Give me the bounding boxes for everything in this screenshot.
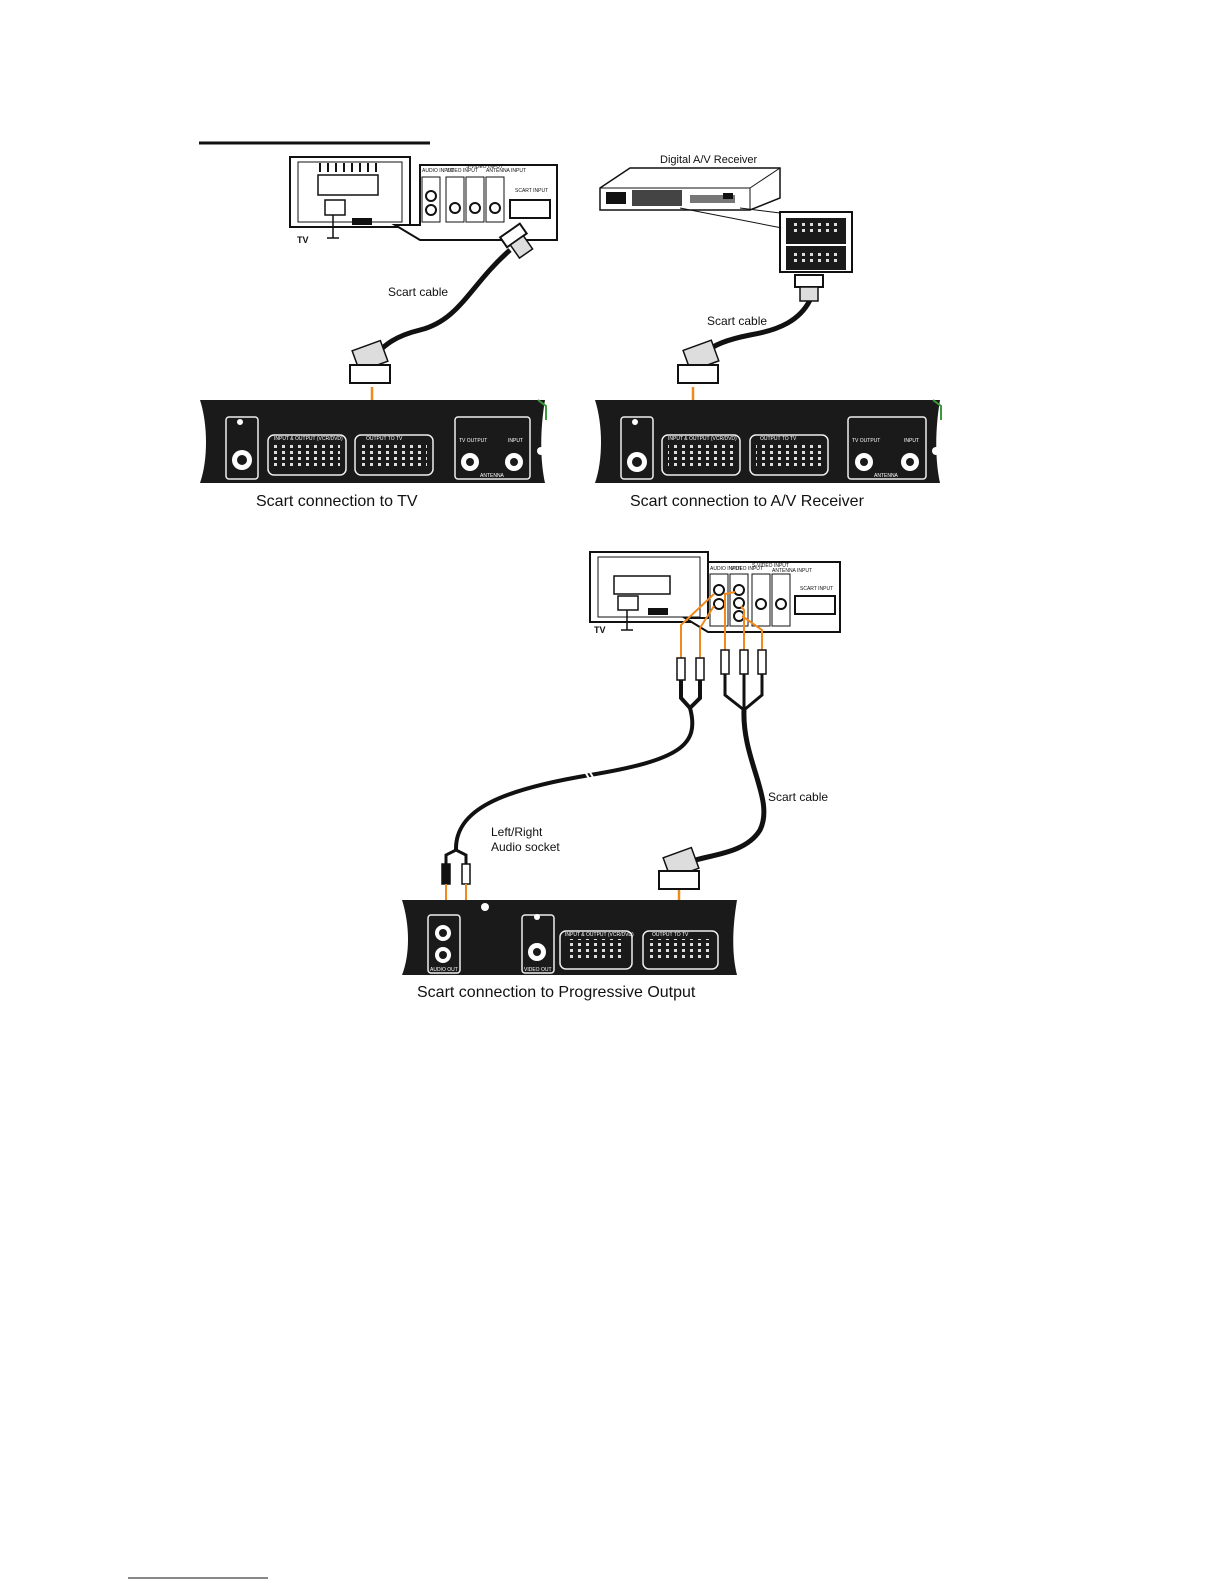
tv-panel-label-scart: SCART INPUT xyxy=(515,188,548,194)
tv-input-panel-3: AUDIO INPUT VIDEO INPUT S-VIDEO INPUT AN… xyxy=(681,561,841,633)
audio-cable xyxy=(453,707,695,851)
rca-plugs-audio-top xyxy=(676,657,705,711)
scart-plug-bottom-3 xyxy=(658,846,700,890)
diagram-scart-to-tv: TV AUDIO INPUT VIDEO INPUT S-VIDEO INPUT… xyxy=(200,156,558,510)
tv-panel-label-svideo-3: S-VIDEO INPUT xyxy=(752,563,789,569)
panel-label-input: INPUT xyxy=(508,438,523,444)
device-rear-panel: INPUT & OUTPUT (VCR/DVD) OUTPUT TO TV TV… xyxy=(200,399,547,483)
panel-label-vcr-scart-2: INPUT & OUTPUT (VCR/DVD) xyxy=(668,436,737,442)
tv-rear-illustration: TV xyxy=(289,156,411,245)
scart-cable-label-3: Scart cable xyxy=(768,790,828,804)
scart-plug-bottom-2 xyxy=(677,339,720,384)
panel-label-antenna-2: ANTENNA xyxy=(874,473,899,479)
tv-panel-label-antenna: ANTENNA INPUT xyxy=(486,168,526,174)
tv-label-3: TV xyxy=(594,625,606,635)
tv-panel-label-scart-3: SCART INPUT xyxy=(800,586,833,592)
tv-panel-label-audio-3: AUDIO INPUT xyxy=(710,566,742,572)
tv-panel-label-audio: AUDIO INPUT xyxy=(422,168,454,174)
panel-label-vcr-scart: INPUT & OUTPUT (VCR/DVD) xyxy=(274,436,343,442)
tv-panel-label-video-3: VIDEO INPUT xyxy=(731,566,763,572)
scart-cable xyxy=(373,248,512,357)
scart-plug-bottom xyxy=(349,339,391,384)
rca-plugs-video-top xyxy=(720,649,767,712)
panel-label-input-2: INPUT xyxy=(904,438,919,444)
scart-cable-3 xyxy=(688,709,767,865)
scart-cable-label-2: Scart cable xyxy=(707,314,767,328)
panel-label-tv-output: TV OUTPUT xyxy=(459,438,487,444)
caption-scart-to-tv: Scart connection to TV xyxy=(256,493,418,510)
scart-plug-top-2 xyxy=(794,274,824,302)
panel-label-tv-output-2: TV OUTPUT xyxy=(852,438,880,444)
connection-arrows-to-tv xyxy=(680,591,763,660)
panel-label-video-out: VIDEO OUT xyxy=(524,967,552,973)
panel-label-tv-scart: OUTPUT TO TV xyxy=(366,436,403,442)
tv-panel-label-video: VIDEO INPUT xyxy=(446,168,478,174)
caption-progressive-output: Scart connection to Progressive Output xyxy=(417,984,696,1001)
scart-plug-top xyxy=(498,222,534,260)
panel-label-audio-out: AUDIO OUT xyxy=(430,967,458,973)
panel-label-vcr-scart-3: INPUT & OUTPUT (VCR/DVD) xyxy=(565,932,634,938)
audio-socket-label-line1: Left/Right xyxy=(491,825,543,839)
receiver-scart-panel xyxy=(779,211,853,273)
device-rear-panel-3: AUDIO OUT VIDEO OUT INPUT & OUTPUT (VCR/… xyxy=(402,900,737,975)
diagram-progressive-output: TV AUDIO INPUT VIDEO INPUT S-VIDEO INPUT… xyxy=(402,551,841,1001)
panel-label-tv-scart-3: OUTPUT TO TV xyxy=(652,932,689,938)
diagram-scart-to-av-receiver: Digital A/V Receiver xyxy=(595,154,942,510)
rca-plugs-audio-bottom xyxy=(441,848,471,885)
tv-input-panel: AUDIO INPUT VIDEO INPUT S-VIDEO INPUT AN… xyxy=(391,164,558,241)
tv-panel-label-svideo: S-VIDEO INPUT xyxy=(466,164,503,170)
scart-cable-2 xyxy=(703,298,813,355)
panel-label-antenna: ANTENNA xyxy=(480,473,505,479)
caption-scart-to-av-receiver: Scart connection to A/V Receiver xyxy=(630,493,865,510)
receiver-label: Digital A/V Receiver xyxy=(660,154,758,166)
panel-label-tv-scart-2: OUTPUT TO TV xyxy=(760,436,797,442)
tv-panel-label-antenna-3: ANTENNA INPUT xyxy=(772,568,812,574)
scart-cable-label: Scart cable xyxy=(388,285,448,299)
device-rear-panel-2: INPUT & OUTPUT (VCR/DVD) OUTPUT TO TV TV… xyxy=(595,399,942,483)
tv-rear-illustration-3: TV xyxy=(589,551,709,635)
audio-socket-label-line2: Audio socket xyxy=(491,840,560,854)
av-receiver-illustration xyxy=(599,167,853,229)
tv-label: TV xyxy=(297,235,309,245)
